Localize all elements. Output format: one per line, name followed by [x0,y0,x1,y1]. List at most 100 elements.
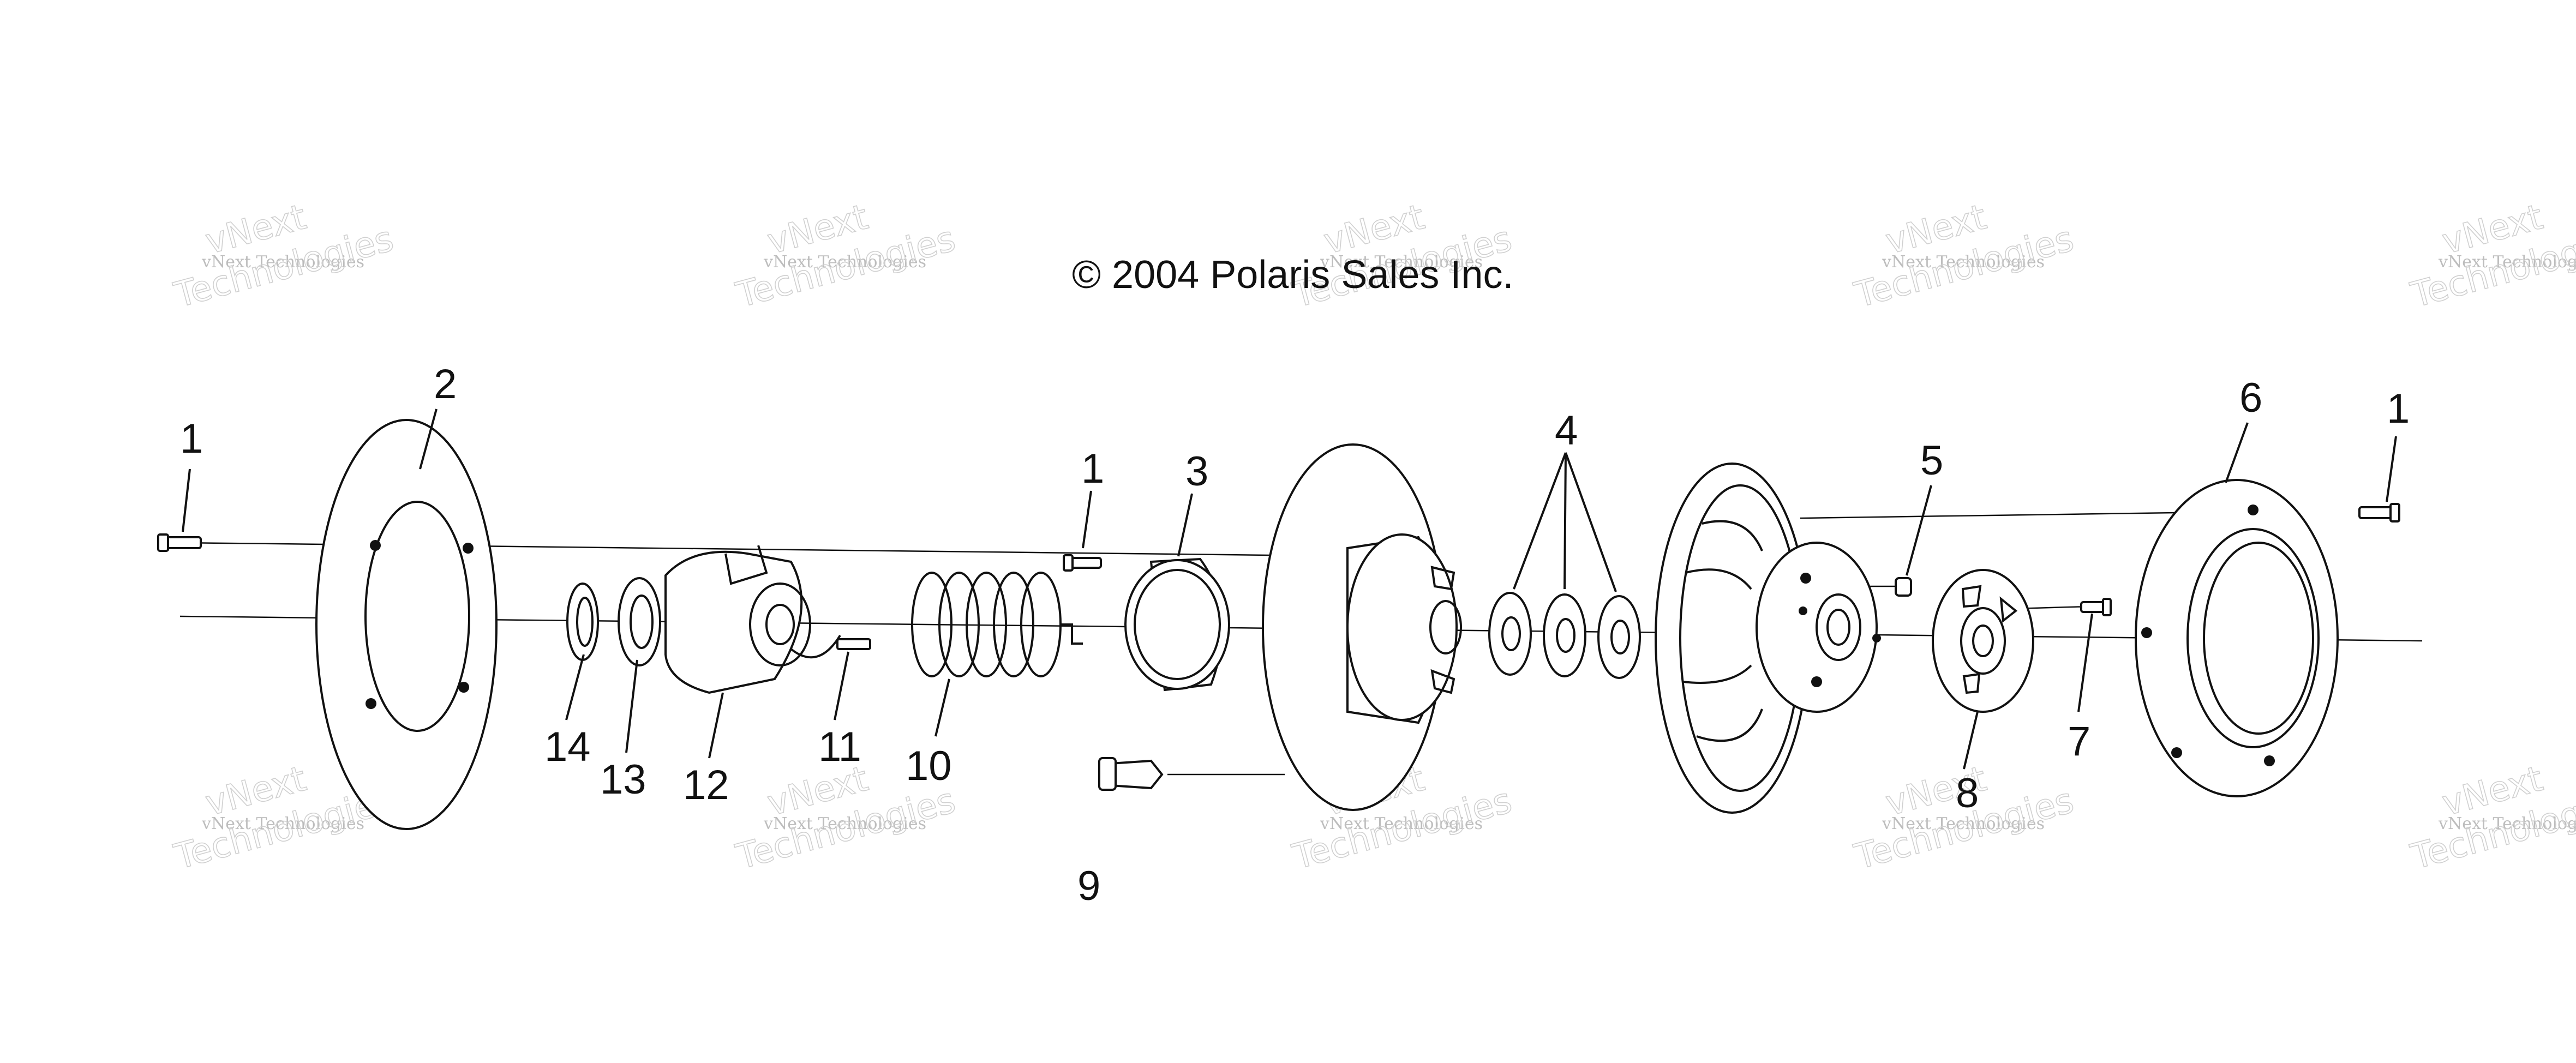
part-washers-set [1488,592,1641,679]
cam-plate-outer [1932,569,2034,713]
part-moveable-sheave [1655,463,1881,814]
leader-10 [934,678,950,737]
sleeve-flange [1098,757,1117,791]
svg-text:vNext Technologies: vNext Technologies [201,253,364,272]
callout-13: 13 [600,756,646,803]
sheave-bore [1429,600,1462,654]
part-bolt-middle [1063,554,1102,572]
cover-rim [2186,528,2320,748]
part-cover-plate [315,419,498,830]
snap-ring-inner [576,597,594,647]
cover-hole [2264,755,2275,766]
washer [1488,592,1532,676]
plate-inner-hole [364,501,470,732]
spring-coil [911,572,952,677]
spring-coil [938,572,980,677]
callout-3: 3 [1185,448,1208,495]
screw-body [2080,601,2105,613]
cover-hole [2171,747,2182,758]
callout-1-left: 1 [180,416,203,462]
bolt-head [2389,503,2400,523]
callout-4: 4 [1555,407,1578,454]
leader-4b [1563,452,1567,590]
part-spring [911,572,1083,677]
svg-text:vNext Technologies: vNext Technologies [763,253,926,272]
callout-2: 2 [434,361,457,407]
cam-body [664,550,803,694]
sheave-hub-face [1346,533,1458,721]
hub-hole [1799,606,1807,615]
leader-6 [2225,422,2249,483]
key-body [836,638,871,650]
callout-6: 6 [2239,375,2262,421]
cam-plate-bore [1972,624,1994,657]
svg-text:vNext Technologies: vNext Technologies [2438,814,2576,833]
spring-coil [1020,572,1062,677]
part-cam [664,545,841,694]
svg-text:vNext Technologies: vNext Technologies [201,814,364,833]
leader-1-left [182,469,191,532]
callout-12: 12 [683,762,729,808]
washer [1543,593,1586,677]
leader-lines [182,409,2397,770]
part-bolt-left [157,533,202,552]
part-sleeve [1098,757,1164,791]
washer-outer [618,577,661,666]
leader-4c [1565,452,1617,592]
bolt-shank [2358,506,2394,519]
part-outer-cover [2135,479,2339,797]
leader-8 [1963,711,1979,770]
part-stationary-sheave [1262,443,1462,811]
callout-10: 10 [906,743,952,789]
callouts: 1 2 1 3 4 5 6 1 14 13 12 11 10 9 7 8 [180,361,2410,909]
leader-1-right [2386,436,2397,502]
part-bushing [1124,557,1230,692]
watermark: vNext Technologies vNext Technologies [1850,196,2078,316]
spring-coil [966,572,1007,677]
plate-hole [366,698,376,709]
vane [1685,568,1752,590]
cam-ramp [724,545,768,585]
bolt-head [157,533,169,552]
cover-inner [2203,542,2314,735]
part-pin [1895,577,1912,597]
svg-text:vNext Technologies: vNext Technologies [2438,253,2576,272]
leader-14 [565,654,585,720]
bushing-face [1124,559,1230,690]
spring-tail [1061,623,1083,645]
leader-5 [1906,485,1932,576]
svg-text:vNext Technologies: vNext Technologies [1882,253,2045,272]
copyright-text: © 2004 Polaris Sales Inc. [1072,253,1513,297]
plate-hole [458,682,469,693]
part-key [836,638,871,650]
svg-text:vNext Technologies: vNext Technologies [1320,814,1483,833]
hub-hole [1811,676,1822,687]
watermark: vNext Technologies vNext Technologies [732,196,960,316]
vane [1696,708,1763,742]
sheave-window [1430,669,1455,694]
svg-text:vNext Technologies: vNext Technologies [763,814,926,833]
cam-ramp-lower [790,634,841,659]
leader-4a [1513,452,1567,590]
cover-outer [2135,479,2339,797]
plate-hole [370,540,381,551]
callout-5: 5 [1920,437,1943,484]
cover-hole [2248,505,2259,515]
spring-coil [993,572,1034,677]
callout-1-middle: 1 [1081,446,1104,492]
leader-7 [2077,613,2093,712]
pin-head [1895,577,1912,597]
callout-8: 8 [1956,770,1979,816]
leader-12 [708,692,724,759]
cam-bore-inner [765,604,795,645]
leader-2 [419,409,438,470]
hub-hole [1800,573,1811,584]
washer-inner [630,594,654,649]
bolt-head [1063,554,1074,572]
part-bolt-right [2358,503,2400,523]
part-cam-plate [1932,569,2034,713]
vane [1702,520,1763,551]
washer-hole [1556,618,1575,653]
callout-9: 9 [1077,863,1100,909]
